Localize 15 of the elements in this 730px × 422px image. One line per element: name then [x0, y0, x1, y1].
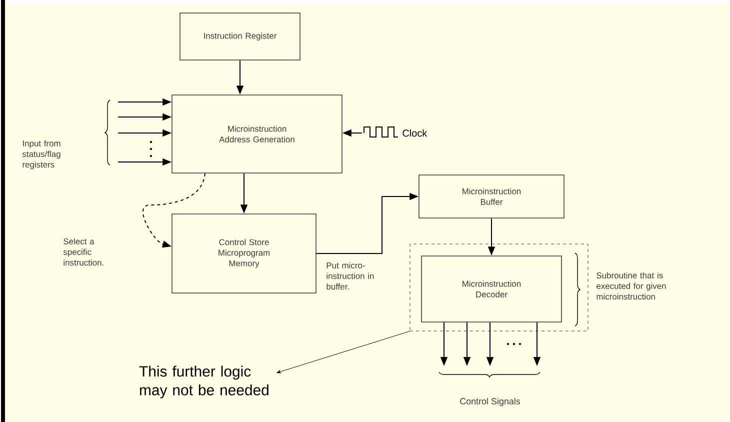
memory-box: Control Store Microprogram Memory: [172, 214, 316, 294]
annotation-text: Input from status/flag registers: [22, 140, 60, 170]
process-box: Microinstruction Decoder: [421, 256, 562, 322]
annotation-text: Put micro-instruction in buffer.: [326, 262, 374, 290]
dashed-box: [410, 244, 588, 332]
annotation-text: Control Signals: [460, 398, 520, 406]
annotation-text: Subroutine that is executed for given microinstruction: [596, 272, 666, 300]
leader-line: [276, 330, 410, 374]
note-text: This further logic may not be needed: [139, 366, 268, 398]
annotation-text: Select a specific instruction.: [63, 238, 104, 266]
clock-label: Clock: [364, 126, 428, 138]
process-box: Microinstruction Buffer: [418, 174, 564, 218]
process-box: Microinstruction Address Generation: [172, 94, 342, 174]
dashed-arrow: [142, 172, 206, 248]
process-box: Instruction Register: [180, 12, 300, 60]
